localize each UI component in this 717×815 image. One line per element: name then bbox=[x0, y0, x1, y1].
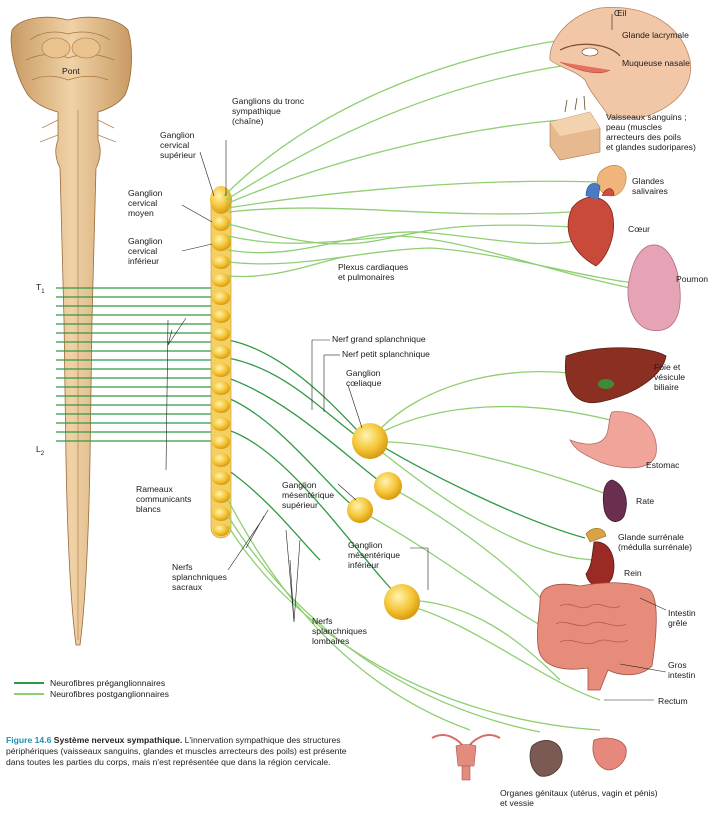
figure-title: Système nerveux sympathique. bbox=[54, 735, 182, 745]
figure-number: Figure 14.6 bbox=[6, 735, 51, 745]
inferior-cervical-ganglion bbox=[211, 233, 231, 251]
adrenal-gland-label: Glande surrénale (médulla surrénale) bbox=[618, 532, 692, 552]
nasal-mucosa-label: Muqueuse nasale bbox=[622, 58, 690, 68]
blood-vessels-label: Vaisseaux sanguins ; peau (muscles arrec… bbox=[606, 112, 696, 152]
figure-caption: Figure 14.6 Système nerveux sympathique.… bbox=[6, 735, 354, 769]
lesser-splanchnic-label: Nerf petit splanchnique bbox=[342, 349, 430, 359]
white-rami-label: Rameaux communicants blancs bbox=[136, 484, 194, 514]
t1-label: T1 bbox=[36, 282, 45, 295]
liver-label: Foie et vésicule biliaire bbox=[654, 362, 687, 392]
l2-label: L2 bbox=[36, 444, 45, 457]
brainstem: Pont bbox=[11, 17, 131, 645]
lung-illustration bbox=[628, 245, 680, 331]
inferior-mesenteric-ganglion-label: Ganglion mésentérique inférieur bbox=[348, 540, 402, 570]
liver-illustration bbox=[565, 348, 666, 403]
eye-label: Œil bbox=[614, 8, 627, 18]
pons-label: Pont bbox=[62, 66, 80, 76]
superior-cervical-ganglion bbox=[210, 186, 232, 214]
large-intestine-label: Gros intestin bbox=[668, 660, 695, 680]
trunk-ganglia-label: Ganglions du tronc sympathique (chaîne) bbox=[232, 96, 307, 126]
sacral-splanchnic-label: Nerfs splanchniques sacraux bbox=[172, 562, 229, 592]
small-intestine-label: Intestin grêle bbox=[668, 608, 698, 628]
legend-pre-label: Neurofibres préganglionnaires bbox=[50, 678, 165, 688]
collateral-ganglia bbox=[347, 423, 420, 620]
rectum-label: Rectum bbox=[658, 696, 688, 706]
superior-mesenteric-ganglion-label: Ganglion mésentérique supérieur bbox=[282, 480, 336, 510]
celiac-ganglion-label: Ganglion cœliaque bbox=[346, 368, 383, 388]
middle-cervical-ganglion bbox=[212, 215, 230, 231]
stomach-illustration bbox=[570, 411, 656, 467]
greater-splanchnic-label: Nerf grand splanchnique bbox=[332, 334, 426, 344]
superior-mesenteric-ganglion bbox=[374, 472, 402, 500]
spleen-illustration bbox=[603, 480, 626, 522]
lumbar-splanchnic-label: Nerfs splanchniques lombaires bbox=[312, 616, 369, 646]
lacrimal-gland-label: Glande lacrymale bbox=[622, 30, 689, 40]
uterus-illustration bbox=[432, 735, 500, 780]
lung-label: Poumon bbox=[676, 274, 708, 284]
bladder-illustration bbox=[593, 738, 626, 770]
middle-cervical-ganglion-label: Ganglion cervical moyen bbox=[128, 188, 165, 218]
stomach-label: Estomac bbox=[646, 460, 680, 470]
intestine-illustration bbox=[537, 583, 656, 690]
inferior-mesenteric-ganglion bbox=[384, 584, 420, 620]
celiac-ganglion bbox=[352, 423, 388, 459]
inferior-cervical-ganglion-label: Ganglion cervical inférieur bbox=[128, 236, 165, 266]
penis-illustration bbox=[530, 740, 562, 776]
heart-illustration bbox=[568, 183, 614, 266]
plexus-label: Plexus cardiaques et pulmonaires bbox=[338, 262, 411, 282]
genital-organs-label: Organes génitaux (utérus, vagin et pénis… bbox=[500, 788, 660, 808]
salivary-glands-label: Glandes salivaires bbox=[632, 176, 668, 196]
superior-cervical-ganglion-label: Ganglion cervical supérieur bbox=[160, 130, 197, 160]
adrenal-gland-illustration bbox=[586, 528, 606, 542]
kidney-illustration bbox=[586, 542, 614, 587]
kidney-label: Rein bbox=[624, 568, 642, 578]
spleen-label: Rate bbox=[636, 496, 654, 506]
legend: Neurofibres préganglionnaires Neurofibre… bbox=[14, 678, 169, 699]
sympathetic-trunk bbox=[210, 186, 232, 538]
superior-mesenteric-ganglion-2 bbox=[347, 497, 373, 523]
skin-illustration bbox=[550, 96, 600, 160]
legend-post-label: Neurofibres postganglionnaires bbox=[50, 689, 169, 699]
heart-label: Cœur bbox=[628, 224, 650, 234]
